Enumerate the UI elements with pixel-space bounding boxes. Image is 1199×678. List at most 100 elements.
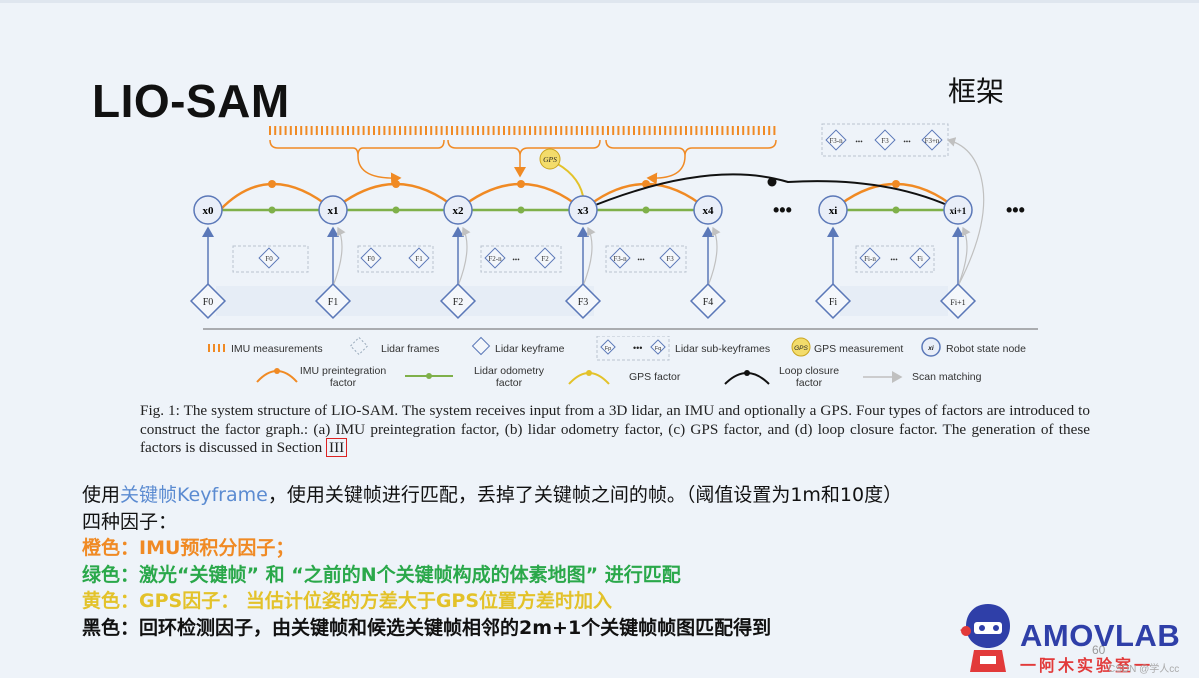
keyframe: F3	[564, 282, 602, 320]
legend-scan-matching: Scan matching	[912, 371, 982, 383]
svg-text:•••: •••	[633, 343, 642, 353]
svg-text:F3+n: F3+n	[925, 137, 940, 145]
state-node: x4	[693, 195, 723, 225]
state-node: x3	[568, 195, 598, 225]
svg-text:Fi: Fi	[917, 255, 923, 263]
legend-gps-measurement: GPS measurement	[814, 343, 903, 355]
svg-text:Fp: Fp	[605, 346, 611, 352]
keyframe: F4	[689, 282, 727, 320]
svg-text:xi: xi	[927, 345, 934, 352]
svg-text:F1: F1	[328, 297, 339, 308]
subkeyframe-boxes	[232, 123, 949, 273]
keyframe: F1	[314, 282, 352, 320]
svg-text:•••: •••	[512, 256, 520, 264]
amovlab-robot-logo	[960, 604, 1010, 672]
legend-lidar-keyframe: Lidar keyframe	[495, 343, 565, 355]
imu-measurement-ticks	[269, 126, 776, 135]
keyframes: F0 F1 F2 F3 F4 Fi Fi+1	[189, 282, 977, 320]
factor-graph-diagram: GPS x0 x1 x2 x3 x4 xi xi+1 ••• ••• F0 F0…	[189, 123, 1038, 330]
legend-robot-state-node: Robot state node	[946, 343, 1026, 355]
svg-text:Fq: Fq	[655, 346, 661, 352]
svg-text:Fi+1: Fi+1	[950, 298, 965, 307]
imu-brackets	[269, 139, 777, 185]
gps-measurement-node	[539, 148, 561, 170]
svg-text:x1: x1	[328, 205, 339, 217]
svg-text:x2: x2	[453, 205, 465, 217]
legend-lidar-sub-keyframes: Lidar sub-keyframes	[675, 343, 770, 355]
legend-gps-factor: GPS factor	[629, 371, 681, 383]
legend-lidar-frames: Lidar frames	[381, 343, 439, 355]
svg-text:F0: F0	[367, 255, 375, 263]
svg-text:•••: •••	[903, 138, 911, 146]
gps-node-label: GPS	[543, 155, 557, 164]
svg-text:F0: F0	[203, 297, 214, 308]
slide-title: LIO-SAM	[92, 75, 290, 127]
note-orange-factor: 橙色：IMU预积分因子；	[82, 537, 295, 559]
keyframe: F2	[439, 282, 477, 320]
svg-text:xi+1: xi+1	[950, 206, 967, 216]
svg-text:x0: x0	[203, 205, 215, 217]
figure-caption: Fig. 1: The system structure of LIO-SAM.…	[140, 402, 1090, 458]
svg-text:•••: •••	[855, 138, 863, 146]
note-line-1: 使用关键帧Keyframe，使用关键帧进行匹配，丢掉了关键帧之间的帧。（阈值设置…	[82, 484, 903, 506]
keyframe: F0	[189, 282, 227, 320]
state-node: xi+1	[943, 195, 973, 225]
watermark: CSDN @学人cc	[1108, 664, 1180, 675]
note-yellow-factor: 黄色：GPS因子： 当估计位姿的方差大于GPS位置方差时加入	[82, 590, 613, 612]
top-border	[0, 0, 1199, 3]
scan-matching-arrows	[332, 137, 985, 287]
keyframe-arrows	[202, 226, 964, 286]
legend-imu-measurements: IMU measurements	[231, 343, 323, 355]
loop-closure-dot	[767, 177, 777, 187]
svg-text:F2-n: F2-n	[488, 255, 502, 263]
amovlab-logo-text: AMOVLAB	[1020, 618, 1181, 653]
caption-text: Fig. 1: The system structure of LIO-SAM.…	[140, 402, 1090, 456]
subkeyframe-labels: F0 F0 F1 F2-n F2 F3-n F3 Fi-n Fi F3-n F3…	[258, 129, 943, 269]
state-node: x1	[318, 195, 348, 225]
keyframe: Fi+1	[939, 282, 977, 320]
state-nodes: x0 x1 x2 x3 x4 xi xi+1	[193, 195, 973, 225]
svg-text:Fi: Fi	[829, 297, 838, 308]
svg-text:x4: x4	[703, 205, 715, 217]
svg-text:xi: xi	[829, 205, 838, 217]
ellipsis-middle: •••	[773, 200, 792, 220]
imu-factor-dots	[268, 180, 900, 188]
svg-text:F2: F2	[453, 297, 464, 308]
lidar-frames-band-right	[840, 286, 948, 316]
svg-text:F2: F2	[541, 255, 549, 263]
svg-text:x3: x3	[578, 205, 590, 217]
odometry-factor-dots	[268, 206, 900, 214]
loop-closure-factor	[582, 173, 959, 211]
page-number: 60	[1092, 643, 1106, 657]
svg-text:•••: •••	[637, 256, 645, 264]
legend-icons: IMU measurements Lidar frames Lidar keyf…	[208, 335, 1026, 389]
svg-text:F4: F4	[703, 297, 714, 308]
svg-text:F1: F1	[415, 255, 423, 263]
note-black-factor: 黑色：回环检测因子，由关键帧和候选关键帧相邻的2m+1个关键帧帧图匹配得到	[82, 616, 772, 639]
svg-text:Fi-n: Fi-n	[864, 255, 876, 263]
note-green-factor: 绿色：激光“关键帧” 和 “之前的N个关键帧构成的体素地图” 进行匹配	[82, 563, 681, 586]
svg-text:F3: F3	[578, 297, 589, 308]
keyframe-keyword: 关键帧Keyframe	[120, 484, 268, 506]
note-line-2: 四种因子：	[82, 510, 178, 533]
diagram-legend: IMU measurements Lidar frames Lidar keyf…	[205, 335, 1045, 395]
svg-text:F3: F3	[881, 137, 889, 145]
svg-text:F3: F3	[666, 255, 674, 263]
svg-text:F3-n: F3-n	[613, 255, 627, 263]
state-node: xi	[818, 195, 848, 225]
svg-text:•••: •••	[890, 256, 898, 264]
state-node: x2	[443, 195, 473, 225]
keyframe: Fi	[814, 282, 852, 320]
notes: 使用关键帧Keyframe，使用关键帧进行匹配，丢掉了关键帧之间的帧。（阈值设置…	[82, 482, 902, 641]
section-reference-link[interactable]: III	[326, 438, 348, 457]
lidar-frames-band	[216, 286, 594, 316]
svg-text:F3-n: F3-n	[829, 137, 843, 145]
amovlab-logo-subtitle: 一阿木实验室一	[1020, 656, 1154, 675]
svg-text:F0: F0	[265, 255, 273, 263]
slide-title-right: 框架	[948, 75, 1005, 108]
svg-text:GPS: GPS	[794, 345, 808, 352]
